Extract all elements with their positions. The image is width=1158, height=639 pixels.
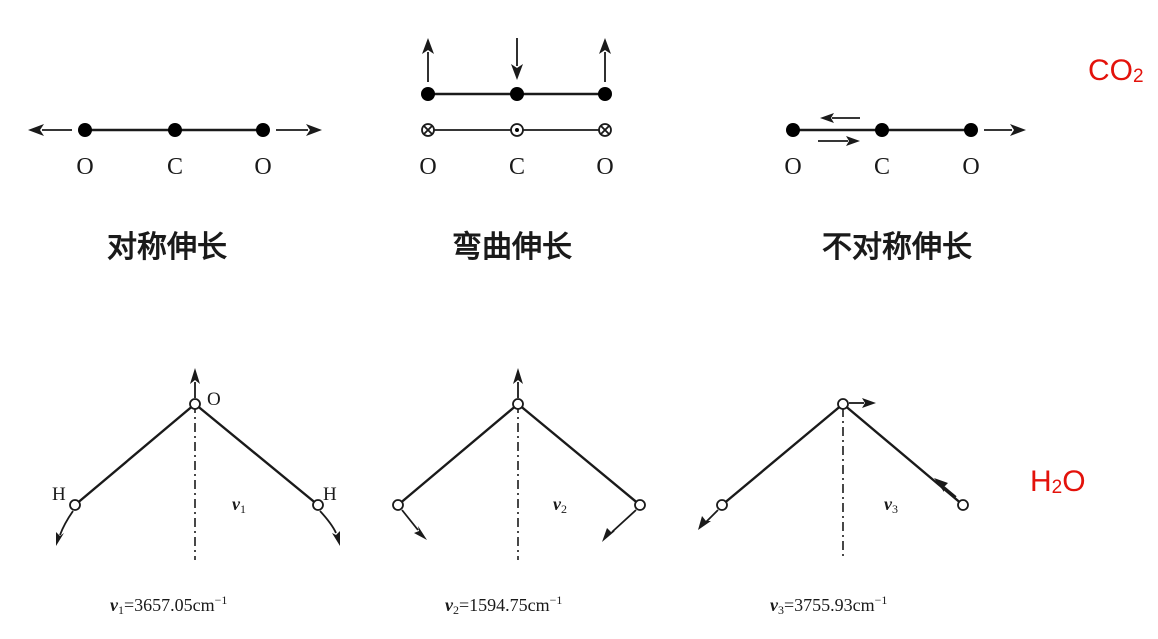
hydrogen-atom <box>69 499 81 511</box>
mode-caption: 对称伸长 <box>107 230 227 265</box>
atom-label: O <box>596 154 613 180</box>
arrow-down-right-icon <box>332 531 340 546</box>
h-arrow-shaft <box>705 509 719 523</box>
oxygen-atom <box>837 398 849 410</box>
hydrogen-atom <box>312 499 324 511</box>
h-arrow-shaft <box>59 510 74 536</box>
h2o-mode-v3: v3 v3=3755.93cm−1 <box>698 398 969 617</box>
carbon-atom <box>510 87 524 101</box>
hydrogen-atom <box>634 499 646 511</box>
arrow-right-icon <box>862 398 876 408</box>
co2-asymmetric-stretch: O C O 不对称伸长 <box>784 113 1026 265</box>
co2-bending: O C O 弯曲伸长 <box>419 38 614 265</box>
arrow-down-right-icon <box>414 526 427 540</box>
mode-label: v2 <box>553 494 567 516</box>
frequency-label: v3=3755.93cm−1 <box>770 593 887 617</box>
oxygen-atom <box>189 398 201 410</box>
arrow-down-icon <box>511 64 523 80</box>
oxygen-atom <box>786 123 800 137</box>
atom-label: C <box>874 154 890 180</box>
h-arrow-shaft <box>611 509 637 533</box>
molecule-label-co2: CO2 <box>1088 54 1144 87</box>
oh-bond <box>517 403 641 506</box>
carbon-atom <box>168 123 182 137</box>
arrow-up-icon <box>513 368 523 384</box>
arrow-right-icon <box>846 136 860 146</box>
h-arrow-shaft <box>943 486 957 498</box>
carbon-atom <box>875 123 889 137</box>
atom-label: C <box>509 154 525 180</box>
atom-label: O <box>962 154 979 180</box>
atom-label: O <box>207 389 221 410</box>
arrow-right-icon <box>306 124 322 136</box>
atom-label: O <box>784 154 801 180</box>
arrow-up-icon <box>599 38 611 54</box>
mode-caption: 不对称伸长 <box>822 230 972 265</box>
oxygen-atom <box>512 398 524 410</box>
atom-label: O <box>76 154 93 180</box>
oh-bond <box>397 403 519 506</box>
arrow-left-icon <box>820 113 834 123</box>
oxygen-atom <box>421 87 435 101</box>
molecule-label-h2o: H2O <box>1030 465 1086 498</box>
atom-label: O <box>419 154 436 180</box>
arrow-right-icon <box>1010 124 1026 136</box>
hydrogen-atom <box>957 499 969 511</box>
oh-bond <box>842 403 964 506</box>
hydrogen-atom <box>716 499 728 511</box>
oh-bond <box>721 403 844 506</box>
atom-label: H <box>52 484 66 505</box>
atom-label: C <box>167 154 183 180</box>
oh-bond <box>194 403 319 506</box>
h-arrow-shaft <box>319 510 337 534</box>
arrow-down-left-icon <box>56 532 64 546</box>
mode-label: v3 <box>884 494 898 516</box>
h2o-mode-v1: O H H v1 v1=3657.05cm−1 <box>52 368 340 617</box>
arrow-down-left-icon <box>602 528 615 542</box>
cross-circle-icon <box>598 123 612 137</box>
oxygen-atom <box>78 123 92 137</box>
cross-circle-icon <box>421 123 435 137</box>
arrow-left-icon <box>28 124 44 136</box>
dot-circle-icon <box>510 123 524 137</box>
frequency-label: v1=3657.05cm−1 <box>110 593 227 617</box>
oxygen-atom <box>964 123 978 137</box>
h-arrow-shaft <box>401 509 419 531</box>
atom-label: O <box>254 154 271 180</box>
arrow-up-icon <box>190 368 200 384</box>
h2o-mode-v2: v2 v2=1594.75cm−1 <box>392 368 646 617</box>
oxygen-atom <box>598 87 612 101</box>
oxygen-atom <box>256 123 270 137</box>
oh-bond <box>74 403 196 506</box>
arrow-up-icon <box>422 38 434 54</box>
arrow-up-left-icon <box>934 478 948 492</box>
mode-label: v1 <box>232 494 246 516</box>
arrow-down-left-icon <box>698 516 711 530</box>
co2-symmetric-stretch: O C O 对称伸长 <box>28 123 322 265</box>
hydrogen-atom <box>392 499 404 511</box>
frequency-label: v2=1594.75cm−1 <box>445 593 562 617</box>
atom-label: H <box>323 484 337 505</box>
mode-caption: 弯曲伸长 <box>452 230 572 265</box>
